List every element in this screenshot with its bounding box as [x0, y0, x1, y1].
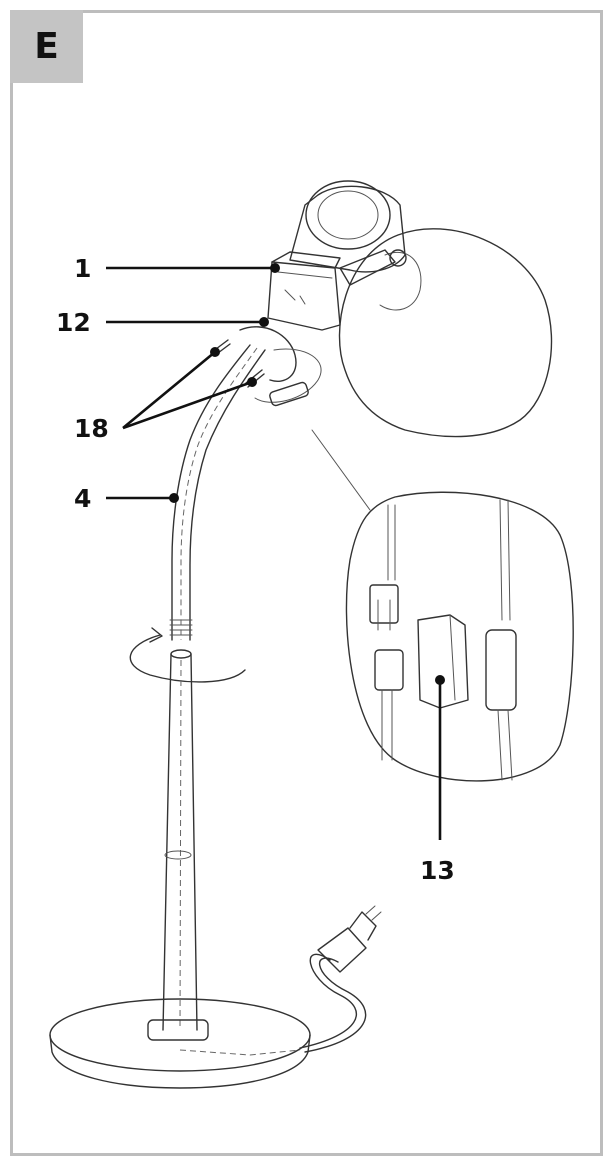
callout-1: 1: [74, 254, 92, 283]
power-cord: [299, 905, 382, 1053]
callout-13: 13: [420, 856, 455, 885]
callout-4: 4: [74, 484, 92, 513]
leader-lines: [106, 263, 445, 840]
lamp-head: [267, 180, 407, 331]
step-letter: E: [34, 26, 59, 67]
callout-12: 12: [56, 308, 91, 337]
gooseneck-arm: [169, 326, 322, 641]
detail-inset: [311, 429, 574, 782]
lamp-base: [49, 998, 311, 1089]
diagram-frame: [10, 10, 603, 1156]
step-badge: E: [10, 10, 83, 83]
rotate-arrow-icon: [129, 627, 246, 683]
lamp-stem: [162, 649, 198, 1031]
lamp-shade: [338, 228, 553, 438]
callout-18: 18: [74, 414, 109, 443]
